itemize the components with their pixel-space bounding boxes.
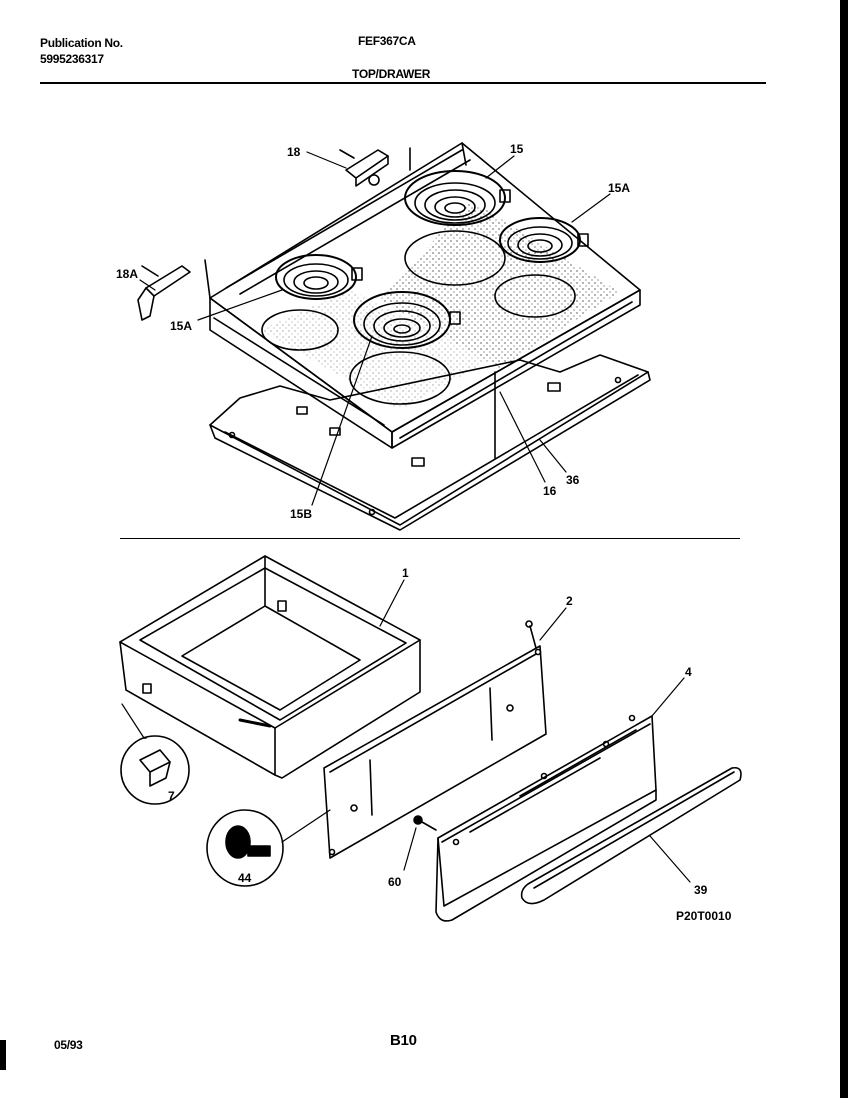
callout-1: 1 — [402, 566, 409, 580]
drawer-assembly — [119, 555, 742, 922]
bracket-18A — [137, 265, 191, 321]
callout-60: 60 — [388, 875, 402, 889]
callout-36: 36 — [566, 473, 580, 487]
publication-number: 5995236317 — [40, 52, 104, 66]
callout-15B: 15B — [290, 507, 312, 521]
page-number: B10 — [390, 1032, 417, 1049]
footer-date: 05/93 — [54, 1038, 83, 1052]
burner-element-15A-right — [499, 217, 589, 263]
callout-18A: 18A — [116, 267, 138, 281]
burner-element-15 — [404, 170, 511, 226]
burner-element-15A-left — [275, 254, 363, 300]
callout-18: 18 — [287, 145, 301, 159]
callout-44: 44 — [238, 871, 252, 885]
callout-16: 16 — [543, 484, 557, 498]
callout-15A-left: 15A — [170, 319, 192, 333]
publication-label: Publication No. — [40, 36, 123, 50]
callout-15A-right: 15A — [608, 181, 630, 195]
section-divider — [120, 538, 740, 539]
scan-edge-right — [840, 0, 848, 1098]
burner-element-15B — [353, 291, 461, 349]
callout-2: 2 — [566, 594, 573, 608]
cooktop-assembly — [137, 142, 651, 531]
model-number: FEF367CA — [358, 34, 416, 48]
header-rule — [40, 82, 766, 84]
callout-7: 7 — [168, 789, 175, 803]
callout-4: 4 — [685, 665, 692, 679]
bracket-18 — [339, 149, 389, 187]
callout-15: 15 — [510, 142, 524, 156]
diagram-code: P20T0010 — [676, 909, 732, 923]
section-title: TOP/DRAWER — [352, 67, 431, 81]
callout-39: 39 — [694, 883, 708, 897]
scan-edge-left — [0, 1040, 6, 1070]
